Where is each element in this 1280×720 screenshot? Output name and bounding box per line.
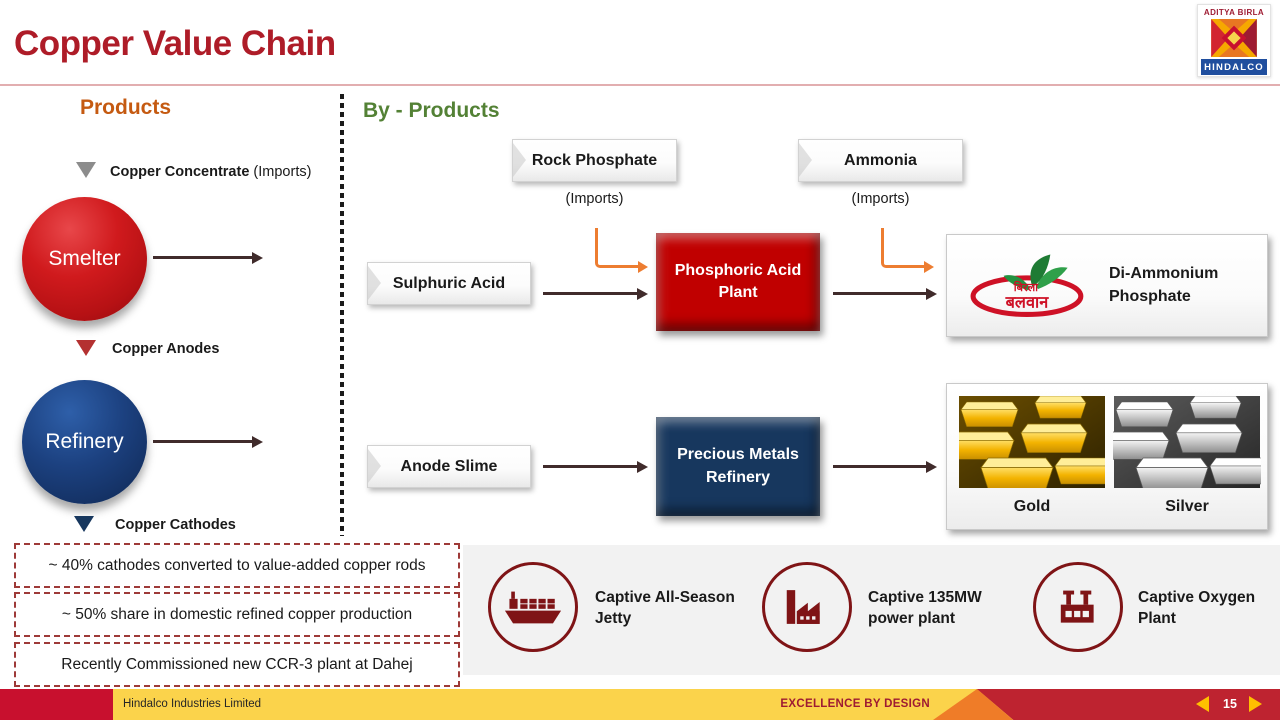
byproducts-heading: By - Products xyxy=(363,99,500,122)
di-ammonium-phosphate-box: बिरला बलवान Di-Ammonium Phosphate xyxy=(946,234,1268,337)
arrow-ammonia-to-dap xyxy=(881,228,934,273)
aditya-birla-hindalco-logo: ADITYA BIRLA HINDALCO xyxy=(1197,4,1271,77)
footer-bar: Hindalco Industries Limited EXCELLENCE B… xyxy=(0,689,1280,720)
silver-label: Silver xyxy=(1165,498,1209,515)
dap-label: Di-Ammonium Phosphate xyxy=(1109,265,1219,305)
title-divider xyxy=(0,84,1280,86)
copper-anodes-text: Copper Anodes xyxy=(112,341,220,357)
oxygen-plant-label: Captive Oxygen Plant xyxy=(1138,589,1256,627)
arrow-sulphuric-to-plant xyxy=(543,287,648,300)
page-title: Copper Value Chain xyxy=(14,24,336,63)
hindalco-wordmark: HINDALCO xyxy=(1201,59,1267,75)
jetty-circle xyxy=(488,562,578,652)
triangle-marker-gray-icon xyxy=(76,162,96,178)
sulphuric-acid-label: Sulphuric Acid xyxy=(392,274,506,292)
aditya-birla-sun-icon xyxy=(1211,19,1257,57)
copper-concentrate-imports-note: (Imports) xyxy=(253,164,312,180)
facilities-panel xyxy=(463,545,1280,675)
copper-concentrate-text: Copper Concentrate xyxy=(110,164,250,180)
page-number: 15 xyxy=(1223,697,1237,711)
footer-red-block xyxy=(0,689,113,720)
arrow-pmr-to-metals xyxy=(833,460,937,473)
power-plant-label: Captive 135MW power plant xyxy=(868,589,982,627)
ammonia-label: Ammonia xyxy=(844,151,917,169)
products-heading: Products xyxy=(80,96,172,119)
oxygen-plant-circle xyxy=(1033,562,1123,652)
arrow-rock-phosphate-to-plant xyxy=(595,228,648,273)
anode-slime-box: Anode Slime xyxy=(367,445,531,488)
copper-cathodes-label: Copper Cathodes xyxy=(115,517,236,533)
footer-tagline: EXCELLENCE BY DESIGN xyxy=(780,698,930,710)
birla-balwan-logo: बिरला बलवान xyxy=(970,253,1084,317)
smelter-label: Smelter xyxy=(48,247,121,270)
gold-bars-image xyxy=(959,396,1105,488)
rock-phosphate-imports-note: (Imports) xyxy=(565,191,624,207)
refinery-node: Refinery xyxy=(22,380,147,504)
section-divider-dotted xyxy=(340,94,344,536)
refinery-label: Refinery xyxy=(45,430,124,453)
anode-slime-label: Anode Slime xyxy=(400,457,498,475)
triangle-marker-red-icon xyxy=(76,340,96,356)
arrow-plant-to-dap xyxy=(833,287,937,300)
arrow-refinery-right xyxy=(153,435,263,448)
footer-yellow-bar xyxy=(113,689,1013,720)
next-page-arrow-icon[interactable] xyxy=(1249,696,1262,712)
rock-phosphate-label: Rock Phosphate xyxy=(531,151,658,169)
factory-icon xyxy=(786,590,820,624)
smelter-node: Smelter xyxy=(22,197,147,321)
power-plant-circle xyxy=(762,562,852,652)
phosphoric-acid-plant-box: Phosphoric Acid Plant xyxy=(656,233,820,331)
ammonia-imports-note: (Imports) xyxy=(851,191,910,207)
arrow-smelter-right xyxy=(153,251,263,264)
phosphoric-acid-plant-label: Phosphoric Acid Plant xyxy=(674,261,802,301)
copper-cathodes-text: Copper Cathodes xyxy=(115,517,236,533)
jetty-label: Captive All-Season Jetty xyxy=(595,589,735,627)
precious-metals-refinery-label: Precious Metals Refinery xyxy=(677,446,799,486)
prev-page-arrow-icon[interactable] xyxy=(1196,696,1209,712)
copper-concentrate-label: Copper Concentrate (Imports) xyxy=(110,164,311,180)
precious-metals-refinery-box: Precious Metals Refinery xyxy=(656,417,820,516)
silver-bars-image xyxy=(1113,396,1261,488)
balwan-logo-line2: बलवान xyxy=(1005,292,1050,311)
highlight-ccr3-dahej: Recently Commissioned new CCR-3 plant at… xyxy=(14,642,460,687)
highlight-domestic-share: ~ 50% share in domestic refined copper p… xyxy=(14,592,460,637)
gold-silver-box: Gold Silver xyxy=(946,383,1268,530)
gold-label: Gold xyxy=(1013,498,1051,515)
oxygen-plant-icon xyxy=(1060,590,1094,623)
triangle-marker-navy-icon xyxy=(74,516,94,532)
ship-icon xyxy=(504,591,562,624)
dap-content: बिरला बलवान Di-Ammonium Phosphate xyxy=(947,235,1267,336)
aditya-birla-wordmark: ADITYA BIRLA xyxy=(1203,8,1265,17)
balwan-logo-line1: बिरला xyxy=(1013,280,1039,294)
copper-anodes-label: Copper Anodes xyxy=(112,341,219,357)
footer-red-bar xyxy=(977,689,1280,720)
highlight-cathodes-rods: ~ 40% cathodes converted to value-added … xyxy=(14,543,460,588)
footer-company: Hindalco Industries Limited xyxy=(123,698,262,710)
rock-phosphate-box: Rock Phosphate xyxy=(512,139,677,182)
ammonia-box: Ammonia xyxy=(798,139,963,182)
sulphuric-acid-box: Sulphuric Acid xyxy=(367,262,531,305)
arrow-anode-slime-to-pmr xyxy=(543,460,648,473)
